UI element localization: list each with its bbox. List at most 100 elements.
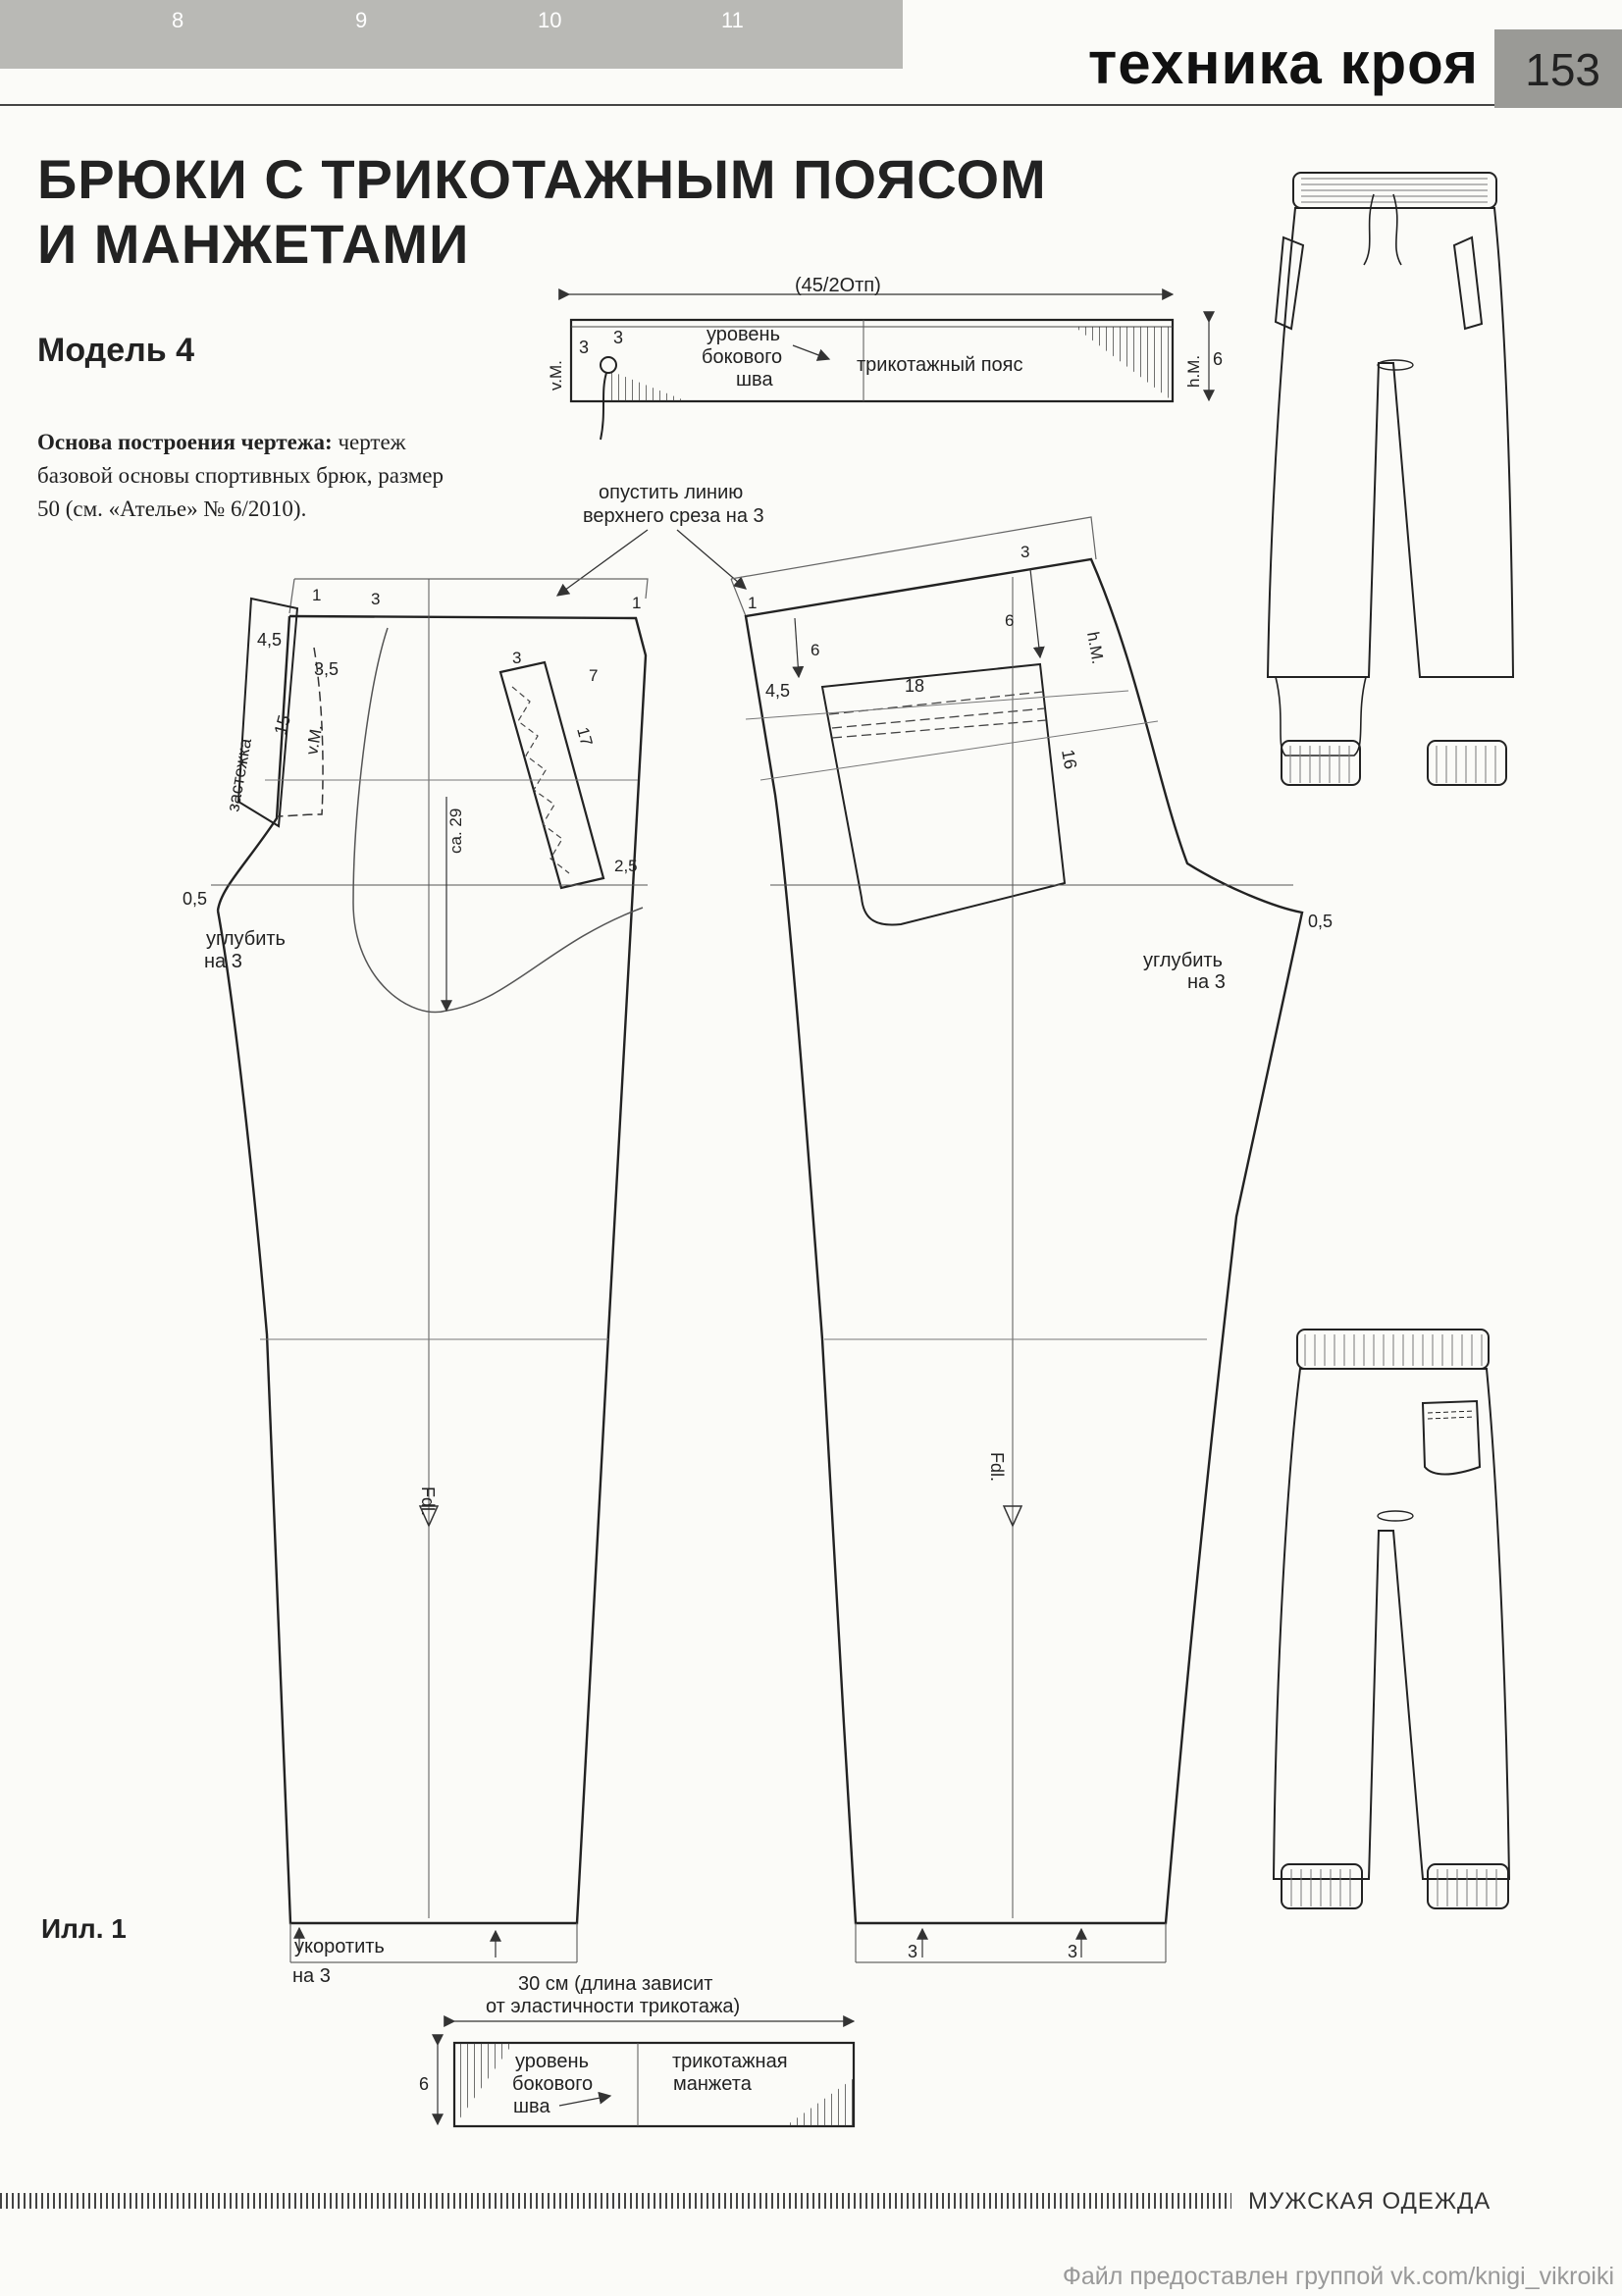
front-m05: 0,5 <box>183 889 207 909</box>
sketch-front-zip-pocket-left <box>1274 235 1305 331</box>
cuff-height: 6 <box>419 2074 429 2094</box>
cuff-hatch-left <box>454 2043 513 2126</box>
waistband-m2: 3 <box>613 328 623 347</box>
intro-text: чертеж базовой основы спортивных брюк, р… <box>37 430 445 521</box>
front-fly-extension <box>236 597 299 828</box>
front-crotch-curve <box>216 615 291 912</box>
illustration-label: Илл. 1 <box>41 1913 127 1944</box>
waistband-length-label: (45/2Отп) <box>795 275 881 296</box>
front-original-top <box>294 578 649 600</box>
sketch-front-cuff-right <box>1427 740 1507 786</box>
drawstring-eyelet <box>600 356 617 374</box>
back-grain-arrow <box>1002 1505 1023 1528</box>
header-rule <box>0 104 1496 106</box>
drawstring <box>600 372 607 441</box>
front-m45: 4,5 <box>257 630 282 650</box>
title-line-2: И МАНЖЕТАМИ <box>37 213 470 275</box>
front-pocket-17: 17 <box>573 725 596 748</box>
sketch-back-patch-pocket <box>1421 1399 1482 1476</box>
back-m6b: 6 <box>1005 611 1014 630</box>
front-ca29: ca. 29 <box>446 809 465 854</box>
front-zip-pocket <box>498 660 605 890</box>
waistband-m1: 3 <box>579 338 589 357</box>
back-hem-3a: 3 <box>908 1942 917 1961</box>
back-m05: 0,5 <box>1308 912 1333 931</box>
back-outline <box>744 557 1304 1925</box>
page-title: БРЮКИ С ТРИКОТАЖНЫМ ПОЯСОМ И МАНЖЕТАМИ <box>37 147 1047 277</box>
back-deepen-1: углубить <box>1143 950 1223 971</box>
waistband-left-label-1: v.M. <box>547 360 565 391</box>
footer-barcode-strip <box>0 2193 1231 2209</box>
front-shorten-1: укоротить <box>294 1936 385 1957</box>
front-m1b: 1 <box>632 594 641 612</box>
front-pocket-dashed <box>276 647 324 817</box>
back-pattern-piece: 1 3 6 6 h.M. 4,5 18 16 0,5 углубить на 3… <box>730 516 1333 1963</box>
sketch-drawstring <box>1363 193 1402 266</box>
front-m15: 15 <box>271 713 295 738</box>
back-m1: 1 <box>748 594 757 612</box>
back-deepen-2: на 3 <box>1187 971 1226 993</box>
intro-paragraph: Основа построения чертежа: чертеж базово… <box>37 426 469 526</box>
footer-section: МУЖСКАЯ ОДЕЖДА <box>1248 2188 1491 2215</box>
page-number-box <box>1494 29 1622 108</box>
sketch-back-cuff-right <box>1427 1863 1509 1909</box>
sketch-front-view <box>1266 172 1515 786</box>
front-fdl: Fdl. <box>418 1487 438 1516</box>
cuff-length-note-1: 30 см (длина зависит <box>518 1973 712 1995</box>
front-outline <box>216 614 648 1925</box>
note-arrow-front <box>555 529 649 597</box>
sketch-back-cuff-left <box>1281 1863 1363 1909</box>
cuff-side-seam-1: уровень <box>515 2051 589 2072</box>
cuff-side-seam-3: шва <box>513 2096 550 2117</box>
ruler-number: 9 <box>355 8 368 32</box>
front-deepen-1: углубить <box>206 928 286 950</box>
back-hem-3b: 3 <box>1068 1942 1077 1961</box>
cuff-piece: 30 см (длина зависит от эластичности три… <box>419 1973 856 2128</box>
front-pocket-25: 2,5 <box>614 857 638 875</box>
cuff-hatch-right <box>785 2078 854 2126</box>
model-label: Модель 4 <box>37 332 194 369</box>
note-arrow-back <box>676 529 747 590</box>
lower-line-note-2: верхнего среза на 3 <box>583 505 764 527</box>
side-seam-arrow <box>792 344 831 361</box>
back-hm: h.M. <box>1083 630 1107 665</box>
front-pattern-piece: 1 3 1 4,5 3,5 15 застежка v.M. ca. 29 3 … <box>183 578 649 1987</box>
waistband-piece: (45/2Отп) v.M. 3 3 уровень бокового шва … <box>547 275 1223 441</box>
waistband-hatch-left <box>610 371 687 401</box>
ruler-number: 8 <box>172 8 184 32</box>
cuff-name-2: манжета <box>673 2073 753 2095</box>
front-pocket-3: 3 <box>512 649 521 667</box>
front-m1a: 1 <box>312 586 321 604</box>
front-m3: 3 <box>371 590 380 608</box>
page-number: 153 <box>1525 44 1600 95</box>
waistband-hatch-right <box>1074 327 1173 401</box>
section-title: техника кроя <box>1087 30 1479 96</box>
back-m45: 4,5 <box>765 681 790 701</box>
sketch-front-cuff-left <box>1281 740 1361 786</box>
front-grain-arrow <box>418 1505 440 1528</box>
credit-line: Файл предоставлен группой vk.com/knigi_v… <box>1062 2263 1614 2290</box>
waistband-side-seam-2: бокового <box>702 346 782 368</box>
waistband-right-label: h.M. <box>1184 355 1203 388</box>
waistband-height: 6 <box>1213 349 1223 369</box>
ruler-number: 10 <box>538 8 562 32</box>
ruler-strip: 8 9 10 11 <box>0 0 903 69</box>
waistband-side-seam-3: шва <box>736 369 773 391</box>
front-pocket-bag <box>352 627 644 1014</box>
back-m18: 18 <box>905 676 924 696</box>
back-original-top <box>730 516 1097 580</box>
cuff-length-note-2: от эластичности трикотажа) <box>486 1996 740 2017</box>
front-pocket-7: 7 <box>589 666 598 685</box>
cuff-name-1: трикотажная <box>672 2051 788 2072</box>
back-m16: 16 <box>1058 748 1080 770</box>
back-patch-pocket <box>820 662 1067 926</box>
front-shorten-2: на 3 <box>292 1965 331 1987</box>
front-fastener: застежка <box>223 736 255 813</box>
cuff-side-seam-2: бокового <box>512 2073 593 2095</box>
title-line-1: БРЮКИ С ТРИКОТАЖНЫМ ПОЯСОМ <box>37 148 1047 210</box>
ruler-number: 11 <box>721 8 744 32</box>
waistband-side-seam-1: уровень <box>706 324 780 345</box>
sketch-front-legs <box>1266 207 1515 678</box>
lower-line-note-1: опустить линию <box>599 482 743 503</box>
